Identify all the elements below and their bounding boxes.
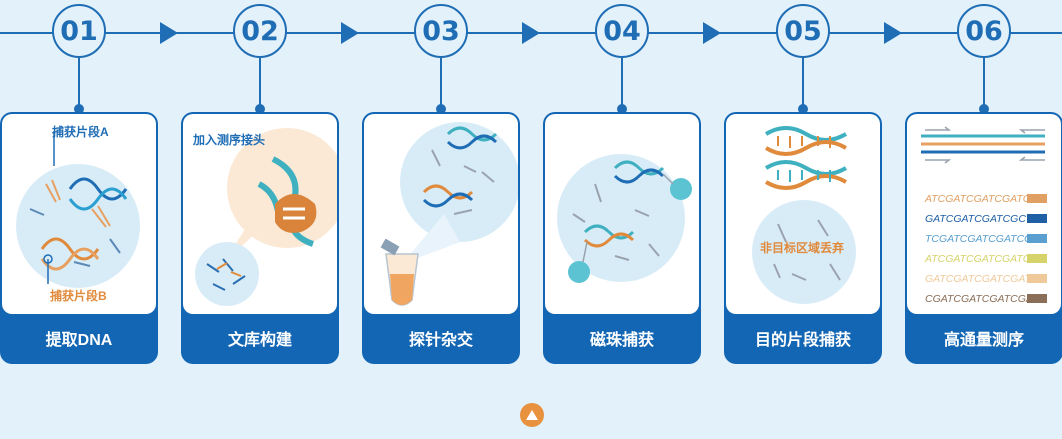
svg-text:CGATCGATCGATCGAT: CGATCGATCGATCGAT	[925, 293, 1040, 305]
adapter-annotation: 加入测序接头	[192, 132, 265, 147]
step-number-6: 06	[957, 4, 1011, 58]
step-label-4: 磁珠捕获	[589, 332, 654, 349]
step-number-2: 02	[233, 4, 287, 58]
sequence-row: CGATCGATCGATCGAT	[925, 293, 1047, 305]
connector-1	[74, 58, 84, 114]
arrow-icon	[884, 22, 902, 44]
connector-5	[798, 58, 808, 114]
arrow-icon	[160, 22, 178, 44]
step-label-3: 探针杂交	[408, 332, 473, 349]
step-card-illustration: 加入测序接头	[183, 114, 337, 314]
connector-2	[255, 58, 265, 114]
svg-text:GATCGATCGATCGATC: GATCGATCGATCGATC	[925, 273, 1039, 285]
svg-text:ATCGATCGATCGATCG: ATCGATCGATCGATCG	[924, 253, 1039, 265]
step-label-5: 目的片段捕获	[754, 332, 851, 349]
arrow-icon	[522, 22, 540, 44]
scroll-top-button[interactable]	[520, 403, 544, 427]
target-capture-illustration: 非目标区域丢弃	[752, 126, 856, 304]
dna-extraction-illustration: 捕获片段A 捕获片段B	[16, 124, 140, 303]
step-number-3: 03	[414, 4, 468, 58]
step-number-1: 01	[52, 4, 106, 58]
fragment-b-label: 捕获片段B	[50, 288, 107, 303]
step-number-5: 05	[776, 4, 830, 58]
step-card-illustration: 非目标区域丢弃	[726, 114, 880, 314]
step-card-illustration	[364, 114, 518, 314]
step-card-4: 磁珠捕获	[543, 112, 701, 364]
step-label-1: 提取DNA	[45, 332, 113, 349]
step-card-illustration: ATCGATCGATCGATCG GATCGATCGATCGCTA TCGATC…	[907, 114, 1061, 314]
bead-capture-illustration	[557, 154, 692, 283]
step-card-3: 探针杂交	[362, 112, 520, 364]
sequence-row: GATCGATCGATCGATC	[925, 273, 1047, 285]
step-card-illustration: 捕获片段A 捕获片段B	[2, 114, 156, 314]
connector-4	[617, 58, 627, 114]
svg-text:GATCGATCGATCGCTA: GATCGATCGATCGCTA	[925, 213, 1039, 225]
step-card-5: 非目标区域丢弃 目的片段捕获	[724, 112, 882, 364]
sequence-row: ATCGATCGATCGATCG	[924, 253, 1047, 265]
step-card-6: ATCGATCGATCGATCG GATCGATCGATCGCTA TCGATC…	[905, 112, 1062, 364]
step-card-illustration	[545, 114, 699, 314]
discard-annotation: 非目标区域丢弃	[760, 240, 844, 255]
arrow-icon	[341, 22, 359, 44]
step-number-4: 04	[595, 4, 649, 58]
step-label-6: 高通量测序	[943, 332, 1024, 349]
probe-hybridization-illustration	[380, 122, 518, 306]
sequence-row: GATCGATCGATCGCTA	[925, 213, 1047, 225]
step-label-2: 文库构建	[227, 332, 292, 349]
step-card-1: 捕获片段A 捕获片段B 提取DNA	[0, 112, 158, 364]
svg-text:TCGATCGATCGATCGA: TCGATCGATCGATCGA	[925, 233, 1039, 245]
library-construction-illustration: 加入测序接头	[192, 128, 337, 306]
sequencing-illustration: ATCGATCGATCGATCG GATCGATCGATCGCTA TCGATC…	[921, 126, 1047, 305]
fragment-a-label: 捕获片段A	[52, 124, 109, 139]
sequence-row: TCGATCGATCGATCGA	[925, 233, 1047, 245]
sequence-row: ATCGATCGATCGATCG	[924, 193, 1047, 205]
connector-3	[436, 58, 446, 114]
step-card-2: 加入测序接头 文库构建	[181, 112, 339, 364]
triangle-up-icon	[526, 410, 538, 420]
arrow-icon	[703, 22, 721, 44]
connector-6	[979, 58, 989, 114]
svg-text:ATCGATCGATCGATCG: ATCGATCGATCGATCG	[924, 193, 1039, 205]
